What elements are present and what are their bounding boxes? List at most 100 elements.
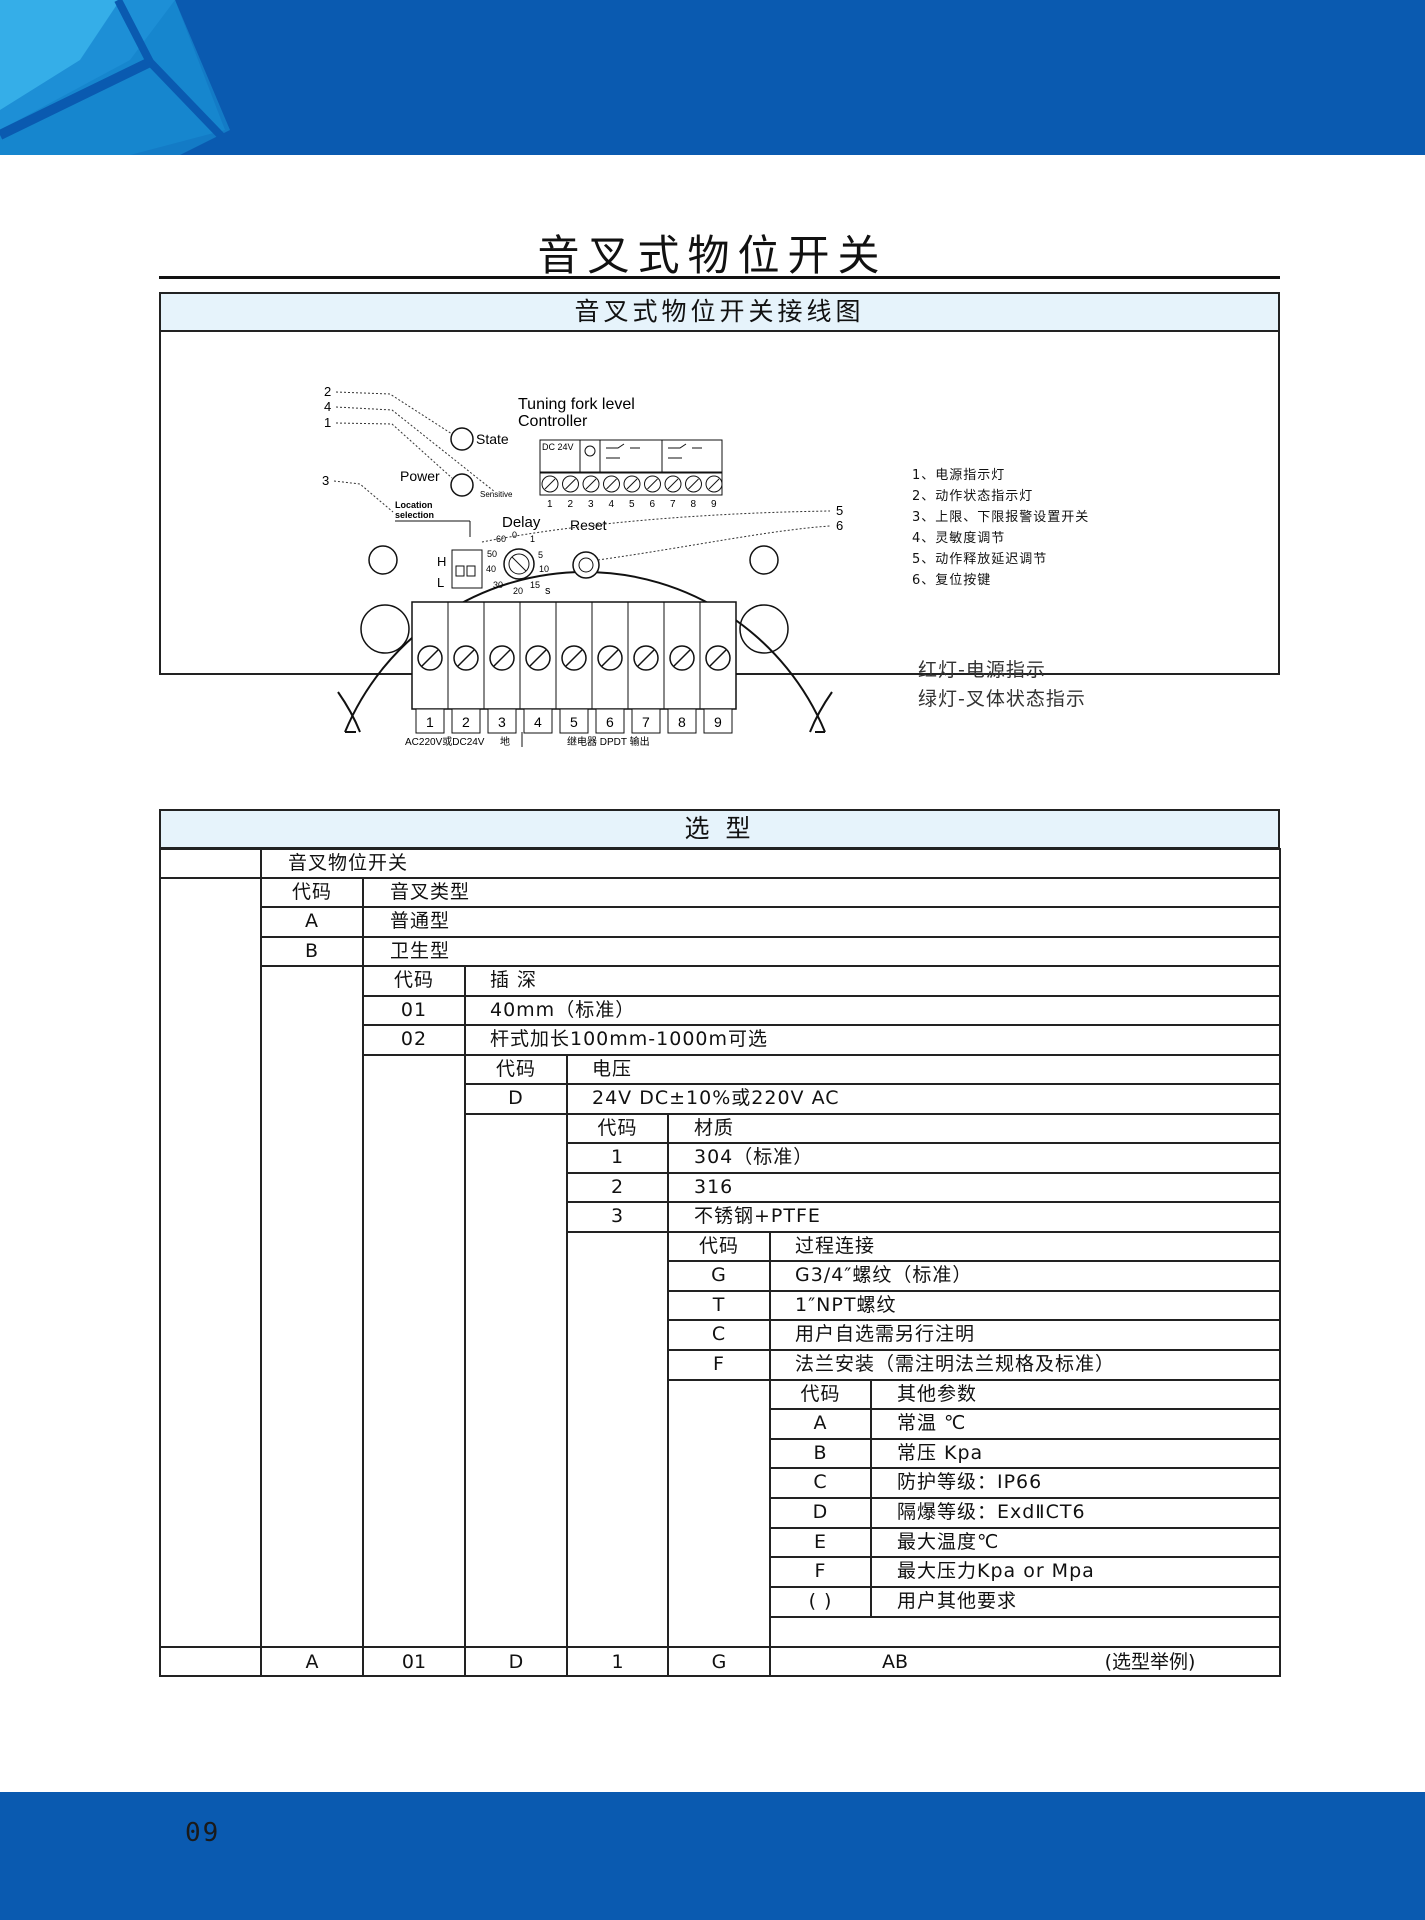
delay-dial-mark: 10 <box>539 564 549 574</box>
option-desc: 40mm（标准） <box>490 999 636 1021</box>
reset-button-icon <box>572 551 600 579</box>
option-code: F <box>814 1560 827 1582</box>
example-code: A <box>305 1651 319 1673</box>
option-desc: 隔爆等级：ExdⅡCT6 <box>897 1501 1086 1523</box>
legend-item: 3、上限、下限报警设置开关 <box>912 510 1090 525</box>
example-note: (选型举例) <box>1104 1651 1196 1673</box>
code-header: 代码 <box>698 1235 739 1257</box>
option-desc: 304（标准） <box>694 1146 814 1168</box>
title-underline <box>159 276 1280 279</box>
code-header: 代码 <box>393 969 434 991</box>
relay-output-label: 继电器 DPDT 输出 <box>567 735 650 748</box>
code-header: 代码 <box>800 1383 841 1405</box>
mount-hole-icon <box>739 604 789 654</box>
option-code: 02 <box>400 1028 428 1050</box>
small-terminal-number: 9 <box>711 499 717 510</box>
delay-dial-mark: 20 <box>513 586 523 596</box>
l-label: L <box>437 575 444 590</box>
option-code: D <box>812 1501 829 1523</box>
option-code: D <box>508 1087 524 1109</box>
legend-item: 6、复位按键 <box>912 573 992 588</box>
product-name: 音叉物位开关 <box>288 852 409 874</box>
code-header: 代码 <box>291 881 332 903</box>
option-code: C <box>813 1471 828 1493</box>
terminal-number: 5 <box>570 714 578 730</box>
option-code: G <box>711 1264 727 1286</box>
option-desc: 不锈钢+PTFE <box>694 1205 821 1227</box>
option-code: C <box>711 1323 727 1345</box>
controller-title-1: Tuning fork level <box>518 396 635 413</box>
option-desc: 1″NPT螺纹 <box>795 1294 897 1316</box>
option-desc: 法兰安装（需注明法兰规格及标准） <box>795 1353 1116 1375</box>
ground-label: 地 <box>500 735 510 748</box>
wiring-legend: 1、电源指示灯 2、动作状态指示灯 3、上限、下限报警设置开关 4、灵敏度调节 … <box>912 465 1089 591</box>
delay-dial-mark: 1 <box>530 534 535 544</box>
small-terminal-number: 8 <box>691 499 697 510</box>
delay-label: Delay <box>502 514 541 531</box>
attribute-header: 电压 <box>592 1058 633 1080</box>
delay-dial-mark: 60 <box>496 534 506 544</box>
example-code: 01 <box>401 1651 427 1673</box>
option-desc: 316 <box>694 1176 734 1198</box>
option-code: ( ) <box>808 1590 833 1612</box>
option-code: 1 <box>610 1146 625 1168</box>
option-code: B <box>304 940 320 962</box>
terminal-number: 3 <box>498 714 506 730</box>
page-title: 音叉式物位开关 <box>537 231 888 280</box>
mount-hole-icon <box>749 545 779 575</box>
wiring-section-title: 音叉式物位开关接线图 <box>159 292 1280 332</box>
led-legend-item: 红灯-电源指示 <box>918 659 1046 681</box>
option-desc: 防护等级：IP66 <box>897 1471 1043 1493</box>
attribute-header: 材质 <box>694 1117 735 1139</box>
option-desc: 常温 ℃ <box>897 1412 967 1434</box>
page-number: 09 <box>185 1818 221 1848</box>
option-code: A <box>305 910 319 932</box>
small-terminal-number: 2 <box>568 499 574 510</box>
location-label-2: selection <box>395 510 434 520</box>
terminal-number: 4 <box>534 714 542 730</box>
example-code: G <box>711 1651 727 1673</box>
state-led-icon <box>450 427 474 451</box>
controller-title-2: Controller <box>518 413 588 430</box>
sensitive-label: Sensitive <box>480 490 513 499</box>
option-code: B <box>813 1442 828 1464</box>
led-legend: 红灯-电源指示 绿灯-叉体状态指示 <box>918 656 1086 714</box>
delay-dial-mark: 15 <box>530 580 540 590</box>
small-terminal-number: 1 <box>547 499 553 510</box>
option-code: 01 <box>400 999 428 1021</box>
mount-hole-icon <box>360 604 410 654</box>
callout-1: 1 <box>324 415 331 430</box>
option-code: A <box>813 1412 828 1434</box>
code-header: 代码 <box>495 1058 536 1080</box>
option-desc: 常压 Kpa <box>897 1442 984 1464</box>
reset-label: Reset <box>570 517 607 533</box>
terminal-number: 2 <box>462 714 470 730</box>
example-code: D <box>508 1651 524 1673</box>
option-desc: 卫生型 <box>390 940 451 962</box>
delay-dial-mark: 40 <box>486 564 496 574</box>
small-terminal-number: 3 <box>588 499 594 510</box>
delay-dial-mark: 30 <box>493 580 503 590</box>
code-header: 代码 <box>597 1117 638 1139</box>
option-desc: 最大压力Kpa or Mpa <box>897 1560 1095 1582</box>
delay-dial-mark: 50 <box>487 549 497 559</box>
option-code: T <box>712 1294 726 1316</box>
attribute-header: 插 深 <box>490 969 538 991</box>
legend-item: 1、电源指示灯 <box>912 468 1006 483</box>
option-code: 2 <box>610 1176 625 1198</box>
legend-item: 5、动作释放延迟调节 <box>912 552 1048 567</box>
attribute-header: 过程连接 <box>795 1235 876 1257</box>
h-label: H <box>437 554 446 569</box>
small-terminal-number: 5 <box>629 499 635 510</box>
power-input-label: AC220V或DC24V <box>405 736 485 748</box>
power-led-icon <box>450 473 474 497</box>
example-code: 1 <box>611 1651 624 1673</box>
mount-hole-icon <box>368 545 398 575</box>
option-desc: 用户其他要求 <box>897 1590 1018 1612</box>
wiring-diagram: Tuning fork level Controller State Power… <box>322 384 843 748</box>
led-legend-item: 绿灯-叉体状态指示 <box>918 688 1086 710</box>
